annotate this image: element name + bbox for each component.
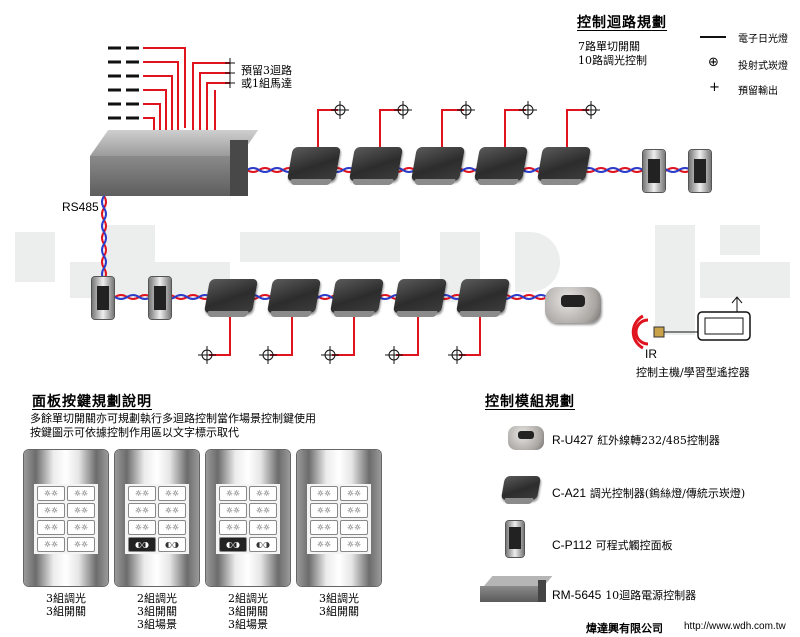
dimmer-module xyxy=(267,279,321,313)
touch-panel xyxy=(149,277,171,319)
module-code: RM-5645 xyxy=(552,588,602,602)
top-dimmer-leads xyxy=(317,109,589,148)
reserved-line1: 預留3迴路 xyxy=(241,64,292,77)
module-desc: 10迴路電源控制器 xyxy=(605,589,697,602)
dimmer-module xyxy=(330,279,384,313)
bottom-dimmer-leads xyxy=(209,315,481,356)
loops-line2: 10路調光控制 xyxy=(578,54,647,67)
module-title: 控制模組規劃 xyxy=(485,394,575,410)
electronic-lamp-symbols xyxy=(108,46,139,134)
keypad-panel: ☼☼☼☼ ☼☼☼☼ ☼☼☼☼ ☼☼☼☼ xyxy=(297,450,381,586)
ir-emitter-icon xyxy=(631,314,700,350)
loops-line1: 7路單切開關 xyxy=(578,40,640,53)
dimmer-module xyxy=(287,147,341,181)
reserved-line2: 或1組馬達 xyxy=(241,77,292,90)
loops-title: 控制迴路規劃 xyxy=(577,15,667,31)
touch-panel xyxy=(92,277,114,319)
module-code: R-U427 xyxy=(552,433,594,447)
ir-module-icon xyxy=(508,426,544,450)
halogen-lamp-symbols xyxy=(198,101,600,364)
ir-controller-module xyxy=(545,287,601,323)
keypad-panel: ☼☼☼☼ ☼☼☼☼ ☼☼☼☼ ◐◑◐◑ xyxy=(206,450,290,586)
touch-panel-icon xyxy=(506,521,524,557)
dimmer-module xyxy=(537,147,591,181)
panel-desc1: 多餘單切開關亦可規劃執行多迴路控制當作場景控制鍵使用 xyxy=(30,412,316,425)
remote-host-icon xyxy=(697,296,751,341)
keypad-panel: ☼☼☼☼ ☼☼☼☼ ☼☼☼☼ ☼☼☼☼ xyxy=(24,450,108,586)
module-code: C-A21 xyxy=(552,486,587,500)
controller-feed-lines xyxy=(143,47,230,140)
main-controller-box xyxy=(90,130,259,200)
legend-halogen-label: 投射式崁燈 xyxy=(738,61,788,72)
module-row: C-P112 可程式觸控面板 xyxy=(552,537,673,553)
module-desc: 可程式觸控面板 xyxy=(595,539,673,552)
footer-url[interactable]: http://www.wdh.com.tw xyxy=(684,621,786,632)
legend-lamp-label: 電子日光燈 xyxy=(738,34,788,45)
touch-panel xyxy=(643,150,665,192)
module-desc: 紅外線轉232/485控制器 xyxy=(597,434,720,447)
module-row: C-A21 調光控制器(鎢絲燈/傳統示崁燈) xyxy=(552,485,745,501)
dimmer-module xyxy=(456,279,510,313)
keypad-panel: ☼☼☼☼ ☼☼☼☼ ☼☼☼☼ ◐◑◐◑ xyxy=(115,450,199,586)
dimmer-module xyxy=(204,279,258,313)
legend-halogen-icon: ⊕ xyxy=(708,55,719,70)
panel-desc2: 按鍵圖示可依據控制作用區以文字標示取代 xyxy=(30,426,239,439)
dimmer-module xyxy=(411,147,465,181)
legend-reserved-icon: + xyxy=(709,80,720,95)
panel-title: 面板按鍵規劃說明 xyxy=(32,394,152,410)
legend-lamp-icon xyxy=(700,36,726,38)
dimmer-module xyxy=(393,279,447,313)
legend-reserved-label: 預留輸出 xyxy=(738,86,778,97)
module-row: R-U427 紅外線轉232/485控制器 xyxy=(552,432,720,448)
module-code: C-P112 xyxy=(552,538,592,552)
remote-label: 控制主機/學習型遙控器 xyxy=(636,366,750,379)
module-desc: 調光控制器(鎢絲燈/傳統示崁燈) xyxy=(589,487,746,500)
touch-panel xyxy=(689,150,711,192)
dimmer-module xyxy=(349,147,403,181)
dimmer-module xyxy=(474,147,528,181)
rs485-label: RS485 xyxy=(62,200,99,214)
dimmer-module-icon xyxy=(500,476,542,500)
power-controller-icon xyxy=(480,576,553,606)
footer-company: 煒達興有限公司 xyxy=(586,622,663,635)
module-row: RM-5645 10迴路電源控制器 xyxy=(552,587,696,603)
wiring-diagram xyxy=(101,46,751,364)
ir-label: IR xyxy=(645,347,657,361)
reserved-output-symbols xyxy=(225,58,235,88)
